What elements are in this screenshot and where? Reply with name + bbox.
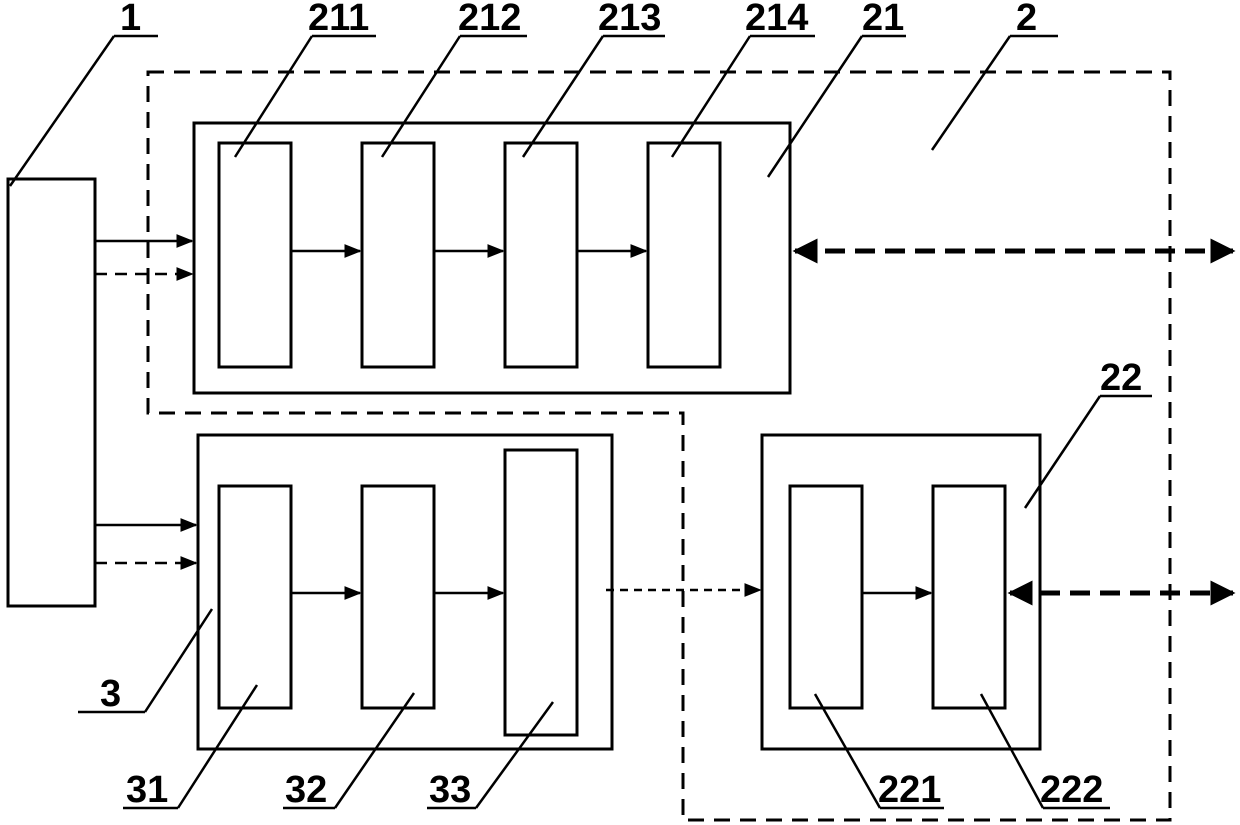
- callout-2: 2: [932, 0, 1058, 150]
- module-3: [198, 435, 612, 749]
- region-2-outline: [148, 72, 1170, 820]
- unit-222: [933, 486, 1005, 708]
- label-21: 21: [862, 0, 904, 39]
- label-3: 3: [100, 673, 121, 715]
- callout-32: 32: [283, 693, 414, 811]
- callout-22: 22: [1025, 357, 1152, 508]
- unit-32: [362, 486, 434, 708]
- callout-211: 211: [235, 0, 376, 157]
- unit-221: [790, 486, 862, 708]
- callout-222: 222: [981, 694, 1110, 811]
- unit-212: [362, 143, 434, 367]
- callout-1: 1: [10, 0, 158, 186]
- label-2: 2: [1016, 0, 1037, 39]
- label-31: 31: [126, 769, 168, 811]
- label-214: 214: [745, 0, 808, 39]
- callout-214: 214: [672, 0, 815, 157]
- unit-214: [648, 143, 720, 367]
- label-1: 1: [120, 0, 141, 39]
- unit-31: [219, 486, 291, 708]
- label-33: 33: [429, 769, 471, 811]
- module-21: [194, 123, 790, 393]
- callout-213: 213: [523, 0, 665, 157]
- label-212: 212: [458, 0, 521, 39]
- label-213: 213: [598, 0, 661, 39]
- label-222: 222: [1040, 769, 1103, 811]
- callout-33: 33: [427, 702, 553, 811]
- unit-211: [219, 143, 291, 367]
- label-22: 22: [1100, 357, 1142, 399]
- label-211: 211: [308, 0, 369, 39]
- unit-213: [505, 143, 577, 367]
- callout-221: 221: [815, 694, 944, 811]
- label-221: 221: [878, 769, 941, 811]
- callout-212: 212: [382, 0, 527, 157]
- label-32: 32: [285, 769, 327, 811]
- block-1: [8, 179, 95, 606]
- callout-3: 3: [78, 609, 212, 715]
- unit-33: [505, 450, 577, 735]
